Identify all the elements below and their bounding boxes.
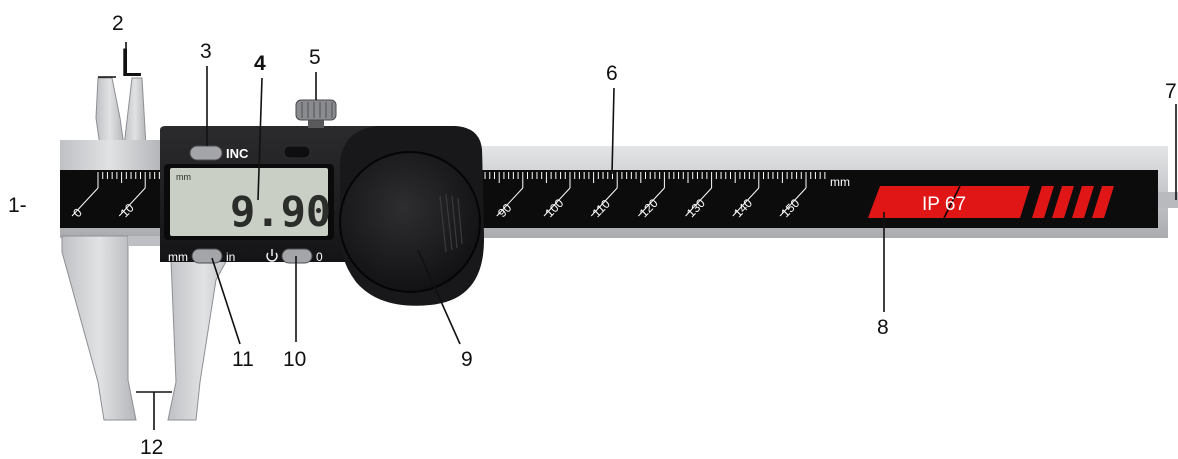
scale-ticks xyxy=(71,172,826,217)
thumb-wheel xyxy=(339,151,481,293)
mm-label: mm xyxy=(168,250,188,264)
scale-diagonal xyxy=(779,187,807,217)
ip67-badge: IP 67 xyxy=(868,185,1114,219)
callout-3: 3 xyxy=(200,40,212,63)
callout-2: 2 xyxy=(112,12,124,35)
callout-4: 4 xyxy=(254,52,266,75)
sliding-inside-jaw xyxy=(123,77,147,147)
power-icon xyxy=(266,249,278,262)
inc-button[interactable] xyxy=(189,145,223,161)
jaw-base-left xyxy=(60,140,160,170)
scale-diagonal xyxy=(496,187,524,217)
callout-11: 11 xyxy=(232,348,254,371)
in-label: in xyxy=(226,250,235,264)
inc-label: INC xyxy=(226,146,249,161)
callout-1: 1- xyxy=(8,194,27,217)
power-zero-button[interactable] xyxy=(281,248,313,264)
lcd-reading: 9.90 xyxy=(230,187,331,236)
scale-diagonal xyxy=(543,187,571,217)
callout-5: 5 xyxy=(309,46,321,69)
callout-2-symbol: L xyxy=(120,41,142,85)
lcd-screen xyxy=(170,168,328,236)
scale-unit-label: mm xyxy=(830,175,850,189)
zero-label: 0 xyxy=(316,250,323,264)
lcd-unit: mm xyxy=(176,172,191,182)
callout-8: 8 xyxy=(877,316,889,339)
scale-diagonal xyxy=(71,187,99,217)
callout-9: 9 xyxy=(461,348,473,371)
scale-diagonal xyxy=(638,187,665,217)
ip67-text: IP 67 xyxy=(922,194,966,215)
callout-leaders xyxy=(98,42,1177,430)
spare-button xyxy=(283,145,311,159)
scale-diagonal xyxy=(590,187,618,217)
locking-screw xyxy=(295,99,337,128)
callout-7: 7 xyxy=(1165,80,1177,103)
scale-diagonal xyxy=(685,187,712,217)
scale-diagonal xyxy=(732,187,760,217)
callout-12: 12 xyxy=(140,436,163,459)
fixed-outside-jaw xyxy=(61,235,137,421)
thumb-wheel-grip xyxy=(439,193,463,253)
callout-6: 6 xyxy=(606,62,618,85)
scale-diagonal xyxy=(118,187,146,217)
mm-in-button[interactable] xyxy=(191,248,223,264)
callout-10: 10 xyxy=(283,348,306,371)
jaw-gap-shadow xyxy=(128,236,170,246)
fixed-inside-jaw xyxy=(95,77,125,147)
